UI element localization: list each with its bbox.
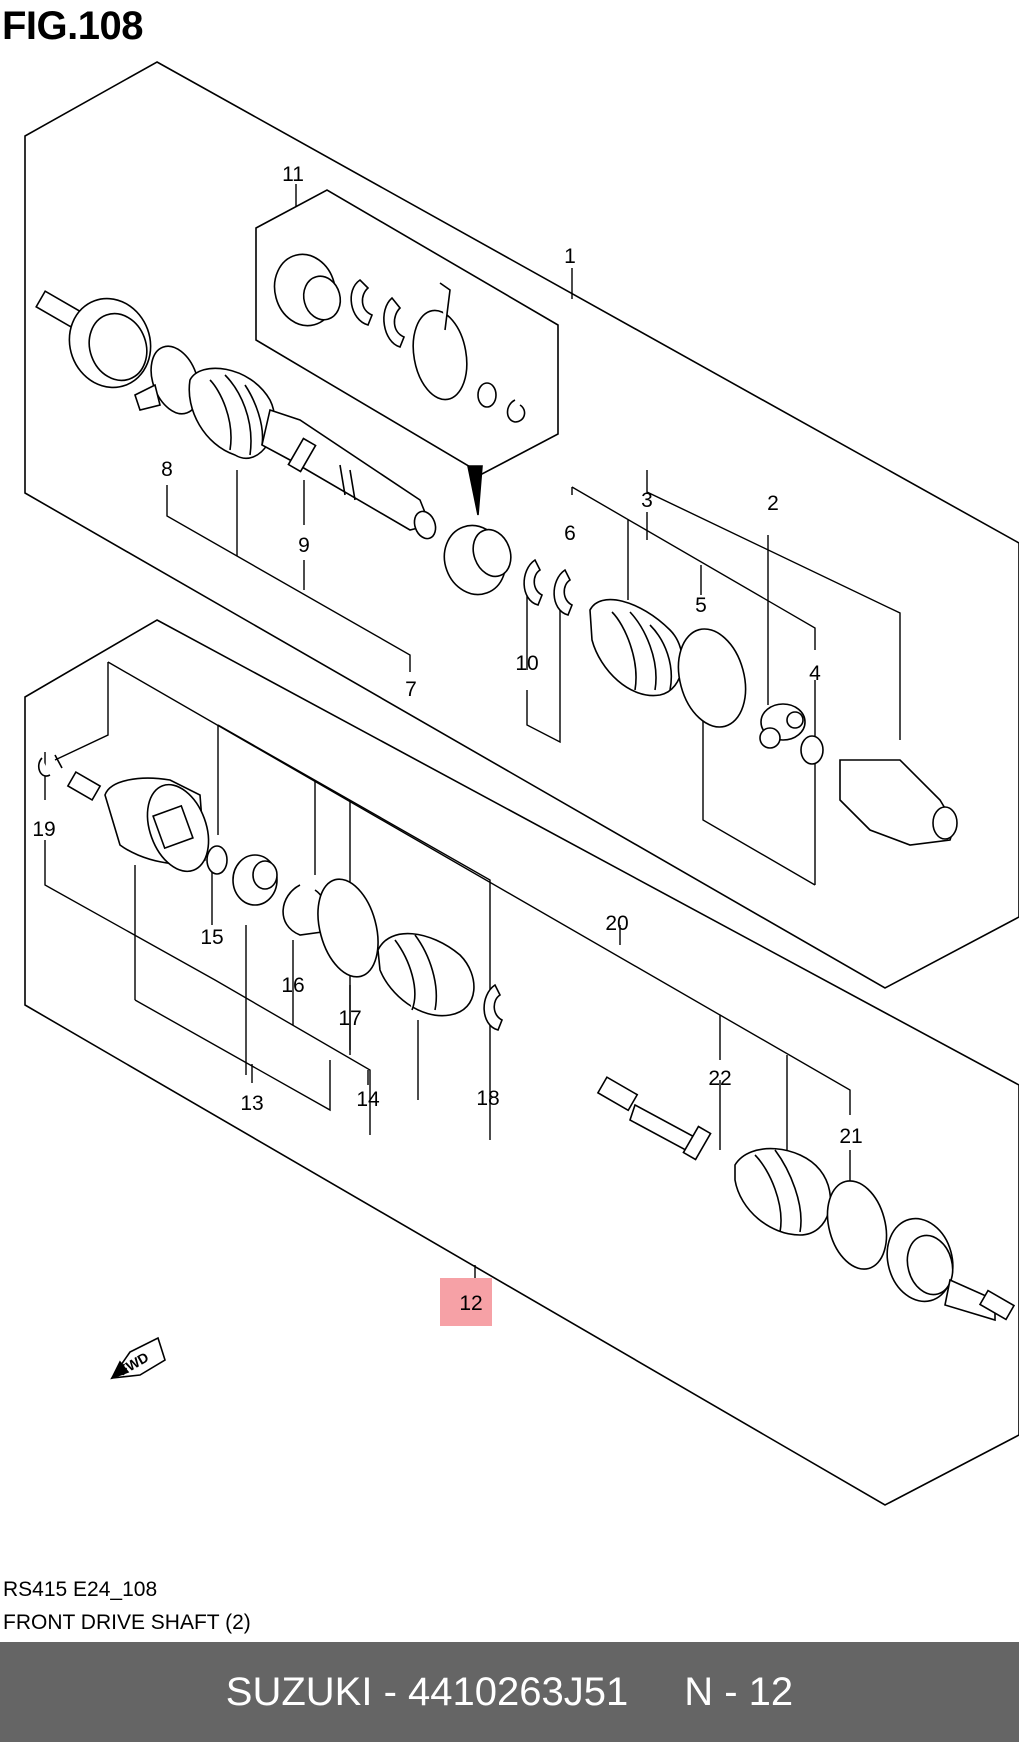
callout-15: 15 bbox=[200, 926, 223, 949]
callout-7: 7 bbox=[405, 678, 417, 701]
callout-16: 16 bbox=[281, 974, 304, 997]
callout-3: 3 bbox=[641, 489, 653, 512]
callout-labels: 11 1 8 9 7 3 2 6 5 4 10 19 20 15 16 17 2… bbox=[32, 163, 862, 1379]
inner-joint-parts-upper bbox=[443, 524, 958, 846]
outer-joint-shaft-upper bbox=[35, 290, 437, 540]
upper-assembly-frame bbox=[24, 61, 1019, 989]
callout-4: 4 bbox=[809, 662, 821, 685]
callout-10: 10 bbox=[515, 652, 538, 675]
callout-11: 11 bbox=[282, 163, 304, 186]
callout-1: 1 bbox=[564, 245, 576, 268]
callout-14: 14 bbox=[356, 1088, 380, 1111]
callout-22: 22 bbox=[708, 1067, 731, 1090]
footer-reference: N - 12 bbox=[684, 1669, 794, 1714]
callout-12: 12 bbox=[459, 1292, 482, 1315]
footer-bar: SUZUKI - 4410263J51 N - 12 bbox=[0, 1642, 1019, 1742]
highlighted-callout-box bbox=[440, 1278, 492, 1326]
callout-8: 8 bbox=[161, 458, 173, 481]
leader-lines bbox=[44, 184, 901, 1280]
inner-joint-parts-lower bbox=[38, 754, 504, 1031]
footer-part-number: SUZUKI - 4410263J51 bbox=[225, 1669, 629, 1714]
callout-21: 21 bbox=[839, 1125, 862, 1148]
exploded-parts-diagram: 11 1 8 9 7 3 2 6 5 4 10 19 20 15 16 17 2… bbox=[24, 61, 1019, 1506]
callout-19: 19 bbox=[32, 818, 55, 841]
lower-assembly-frame bbox=[24, 619, 1019, 1506]
forward-direction-arrow bbox=[110, 1336, 166, 1380]
diagram-code: RS415 E24_108 bbox=[3, 1578, 158, 1601]
kit-box-11 bbox=[255, 189, 559, 475]
callout-13: 13 bbox=[240, 1092, 263, 1115]
kit-11-parts bbox=[273, 253, 526, 423]
outer-joint-shaft-lower bbox=[596, 1076, 1016, 1322]
callout-9: 9 bbox=[298, 534, 310, 557]
callout-5: 5 bbox=[695, 594, 707, 617]
assembly-direction-arrow bbox=[467, 465, 483, 516]
figure-title: FIG.108 bbox=[2, 4, 144, 48]
callout-17: 17 bbox=[338, 1007, 361, 1030]
callout-6: 6 bbox=[564, 522, 576, 545]
callout-20: 20 bbox=[605, 912, 628, 935]
callout-18: 18 bbox=[476, 1087, 499, 1110]
callout-2: 2 bbox=[767, 492, 779, 515]
diagram-caption: FRONT DRIVE SHAFT (2) bbox=[3, 1611, 251, 1634]
